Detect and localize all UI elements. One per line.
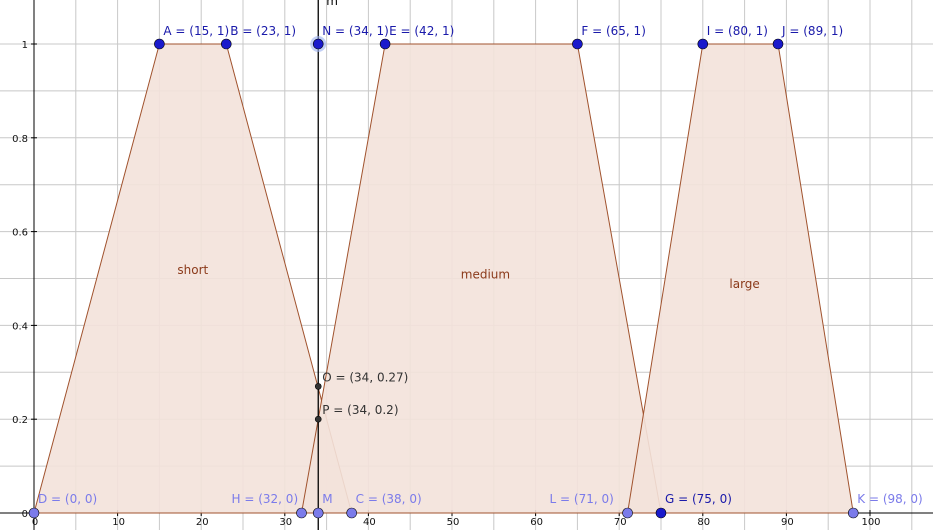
point-l-marker [622, 507, 633, 519]
point-c-marker [346, 507, 357, 519]
point-o-marker [314, 383, 322, 390]
point-p-label: P = (34, 0.2) [322, 403, 398, 417]
x-tick-label-20: 20 [196, 517, 209, 528]
y-tick-label-0: 0 [22, 509, 28, 520]
x-tick-label-90: 90 [781, 517, 794, 528]
point-f-label: F = (65, 1) [581, 24, 645, 38]
x-tick-label-0: 0 [32, 517, 38, 528]
point-b-label: B = (23, 1) [230, 24, 296, 38]
y-tick-label-0_8: 0.8 [12, 134, 28, 145]
point-n-marker [312, 38, 324, 50]
point-m-marker [312, 507, 324, 519]
point-b-marker [220, 38, 232, 50]
point-k-marker [847, 507, 859, 519]
y-tick-label-0_4: 0.4 [12, 321, 28, 332]
region-label-medium: medium [461, 268, 510, 282]
point-j-label: J = (89, 1) [781, 24, 843, 38]
point-p-marker [314, 415, 322, 423]
y-tick-label-1: 1 [22, 40, 28, 51]
x-tick-label-30: 30 [279, 517, 292, 528]
y-tick-label-0_6: 0.6 [12, 228, 28, 239]
point-a-marker [154, 38, 165, 50]
point-e-marker [379, 38, 391, 50]
point-f-marker [572, 38, 583, 50]
vertical-line-m-label: m [326, 0, 338, 8]
point-d-marker [28, 507, 40, 519]
point-c-label: C = (38, 0) [356, 492, 422, 506]
x-tick-label-50: 50 [447, 517, 460, 528]
point-o-label: O = (34, 0.27) [322, 370, 408, 384]
x-tick-label-40: 40 [363, 517, 376, 528]
point-h-label: H = (32, 0) [232, 492, 299, 506]
point-h-marker [296, 507, 307, 519]
point-e-label: E = (42, 1) [389, 24, 454, 38]
region-label-large: large [729, 277, 759, 291]
region-label-short: short [177, 263, 208, 277]
x-tick-label-60: 60 [530, 517, 543, 528]
point-g-label: G = (75, 0) [665, 492, 732, 506]
x-tick-label-10: 10 [112, 517, 125, 528]
x-tick-label-80: 80 [697, 517, 710, 528]
point-n-label: N = (34, 1) [322, 24, 389, 38]
point-i-label: I = (80, 1) [707, 24, 768, 38]
point-j-marker [772, 38, 784, 50]
point-g-marker [655, 507, 667, 519]
point-i-marker [697, 38, 709, 50]
y-tick-label-0_2: 0.2 [12, 415, 28, 426]
point-l-label: L = (71, 0) [550, 492, 614, 506]
x-tick-label-100: 100 [861, 517, 880, 528]
x-tick-label-70: 70 [614, 517, 627, 528]
point-k-label: K = (98, 0) [857, 492, 922, 506]
point-d-label: D = (0, 0) [38, 492, 97, 506]
point-a-label: A = (15, 1) [163, 24, 229, 38]
point-m-label: M [322, 492, 332, 506]
